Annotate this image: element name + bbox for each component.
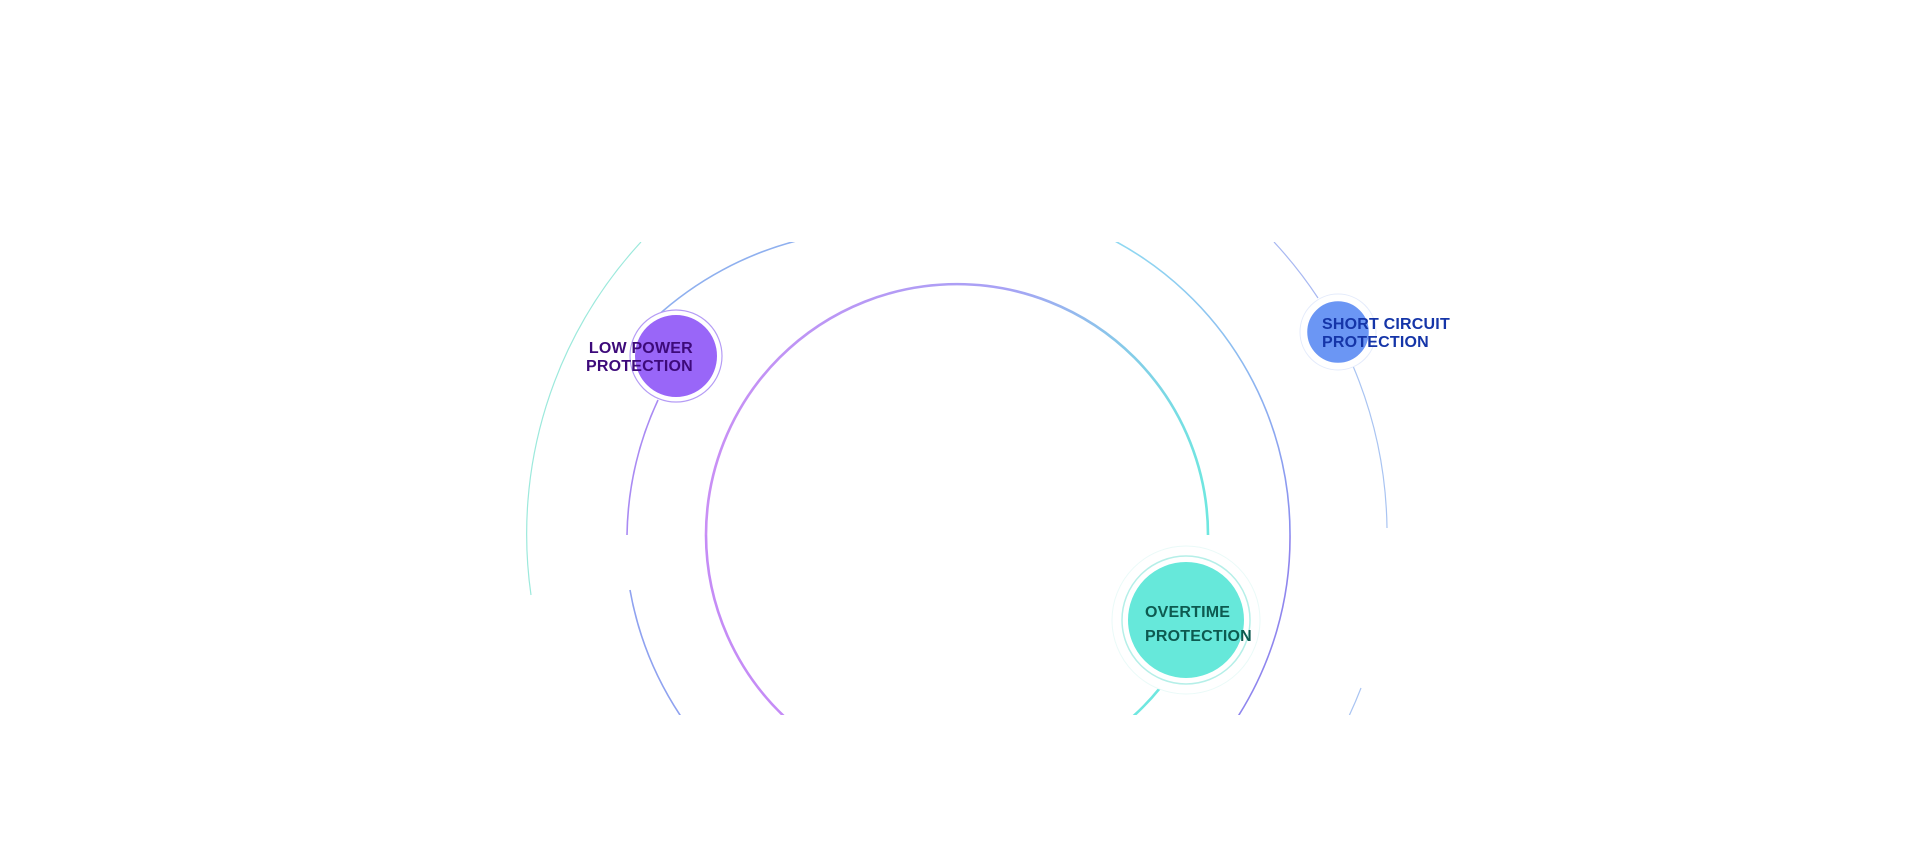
low-power-label-line1: LOW POWER [588,340,693,357]
short-circuit-label-line2: PROTECTION [1322,334,1429,351]
node-short-circuit [1299,293,1377,371]
middle-ring-top-right [1114,242,1291,536]
overtime-label: OVERTIME PROTECTION [1145,601,1252,649]
low-power-label: LOW POWER PROTECTION [586,340,693,376]
outer-ring-bottom-right [1348,687,1362,715]
middle-ring-bottom-left [629,589,682,715]
inner-ring-top [704,282,1210,536]
middle-ring-bottom-right [1237,534,1291,715]
middle-ring-top-left [654,242,796,319]
outer-ring-right [1352,365,1388,529]
outer-ring-left [526,242,642,596]
low-power-label-line2: PROTECTION [586,358,693,375]
short-circuit-label: SHORT CIRCUIT PROTECTION [1322,316,1450,352]
outer-ring-top-right [1273,242,1319,299]
short-circuit-label-line1: SHORT CIRCUIT [1322,316,1450,333]
node-low-power [629,309,723,403]
node-overtime [1111,545,1261,695]
overtime-label-line1: OVERTIME [1145,604,1231,621]
inner-ring-bottom-left [704,534,785,715]
inner-ring-bottom-right [1132,687,1162,715]
middle-ring-left [626,399,659,536]
overtime-label-line2: PROTECTION [1145,628,1252,645]
